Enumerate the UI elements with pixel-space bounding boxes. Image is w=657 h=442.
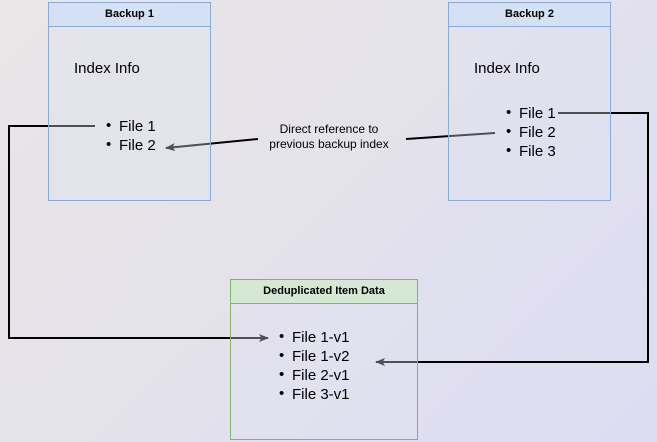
list-item: File 3-v1 (279, 384, 349, 404)
backup-1-index-info-label: Index Info (74, 60, 140, 77)
annotation-direct-reference-line-2: previous backup index (269, 137, 389, 151)
box-deduplicated-item-data-body: File 1-v1 File 1-v2 File 2-v1 File 3-v1 (230, 304, 418, 440)
list-item: File 1 (506, 103, 556, 123)
box-deduplicated-item-data: Deduplicated Item Data File 1-v1 File 1-… (230, 279, 418, 440)
box-backup-1-title: Backup 1 (48, 2, 211, 27)
list-item: File 2-v1 (279, 365, 349, 385)
box-backup-2: Backup 2 Index Info File 1 File 2 File 3 (448, 2, 611, 201)
annotation-direct-reference-line-1: Direct reference to (279, 122, 379, 136)
box-deduplicated-item-data-title: Deduplicated Item Data (230, 279, 418, 304)
box-backup-2-body: Index Info File 1 File 2 File 3 (448, 27, 611, 201)
list-item: File 2 (506, 122, 556, 142)
list-item: File 1-v2 (279, 346, 349, 366)
list-item: File 1-v1 (279, 327, 349, 347)
box-backup-1-body: Index Info File 1 File 2 (48, 27, 211, 201)
annotation-direct-reference: Direct reference to previous backup inde… (249, 122, 409, 152)
backup-2-file-list: File 1 File 2 File 3 (503, 103, 556, 161)
backup-1-file-list: File 1 File 2 (103, 116, 156, 155)
list-item: File 3 (506, 141, 556, 161)
dedup-file-list: File 1-v1 File 1-v2 File 2-v1 File 3-v1 (276, 327, 349, 404)
box-backup-2-title: Backup 2 (448, 2, 611, 27)
box-backup-1: Backup 1 Index Info File 1 File 2 (48, 2, 211, 201)
list-item: File 1 (106, 116, 156, 136)
backup-2-index-info-label: Index Info (474, 60, 540, 77)
list-item: File 2 (106, 135, 156, 155)
